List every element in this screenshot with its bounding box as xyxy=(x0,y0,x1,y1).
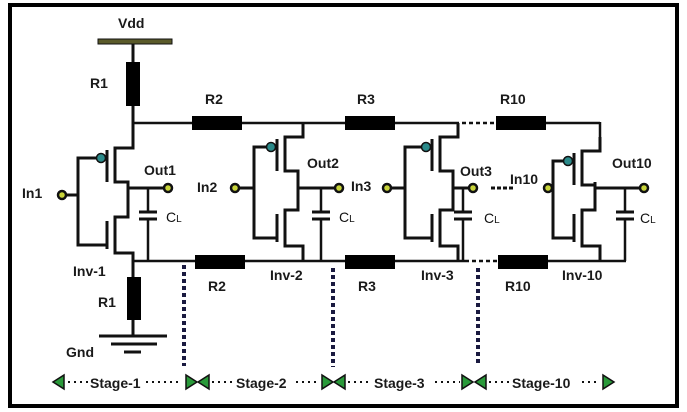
r2-top-label: R2 xyxy=(205,91,223,107)
stage1-label: Stage-1 xyxy=(90,375,141,391)
output-terminal-icon xyxy=(333,182,345,194)
pmos-transistor xyxy=(283,123,305,182)
inv10-label: Inv-10 xyxy=(562,267,603,283)
inverter-3 xyxy=(381,123,479,261)
input-terminal-icon xyxy=(381,182,393,194)
resistor-r3-bottom xyxy=(345,255,395,269)
cl2-label: CL xyxy=(339,209,355,225)
stage2-left-arrow-icon xyxy=(196,373,210,391)
cl10-label: CL xyxy=(640,210,656,226)
r1-bottom-label: R1 xyxy=(98,294,116,310)
r1-top-label: R1 xyxy=(90,75,108,91)
stage10-right-arrow-icon xyxy=(602,373,616,391)
r10-bottom-label: R10 xyxy=(505,278,531,294)
inverter-10 xyxy=(542,137,650,261)
stage10-left-arrow-icon xyxy=(473,373,487,391)
inv3-label: Inv-3 xyxy=(421,267,454,283)
cl1-sub: L xyxy=(176,214,182,225)
output-terminal-icon xyxy=(162,182,174,194)
resistor-r2-bottom xyxy=(195,255,245,269)
pmos-bubble-icon xyxy=(95,152,107,164)
input-terminal-icon xyxy=(229,182,241,194)
r3-bottom-label: R3 xyxy=(358,278,376,294)
out3-label: Out3 xyxy=(460,163,492,179)
stage3-right-arrow-icon xyxy=(461,373,475,391)
vdd-label: Vdd xyxy=(118,15,144,31)
stage3-label: Stage-3 xyxy=(374,375,425,391)
resistor-r3-top xyxy=(345,116,395,130)
inverter-1 xyxy=(56,134,174,261)
top-rail xyxy=(133,116,602,137)
cl2-sub: L xyxy=(349,214,355,225)
nmos-transistor xyxy=(438,182,460,261)
cl10-main: C xyxy=(640,210,650,226)
cl2-main: C xyxy=(339,209,349,225)
inverter-2 xyxy=(229,123,345,261)
nmos-transistor xyxy=(113,189,135,261)
resistor-r10-bottom xyxy=(498,255,548,269)
gate-wire xyxy=(76,156,107,247)
stage3-left-arrow-icon xyxy=(332,373,346,391)
gate-wire xyxy=(252,145,277,240)
stage1-right-arrow-icon xyxy=(185,373,199,391)
stage2-right-arrow-icon xyxy=(321,373,335,391)
cl1-main: C xyxy=(166,209,176,225)
input-terminal-icon xyxy=(542,182,554,194)
nmos-transistor xyxy=(283,182,305,261)
stage1-left-arrow-icon xyxy=(51,373,65,391)
inverter-stages xyxy=(56,123,650,261)
out10-label: Out10 xyxy=(612,155,652,171)
pmos-bubble-icon xyxy=(420,141,432,153)
vdd-rail xyxy=(97,38,173,45)
cl3-label: CL xyxy=(484,210,500,226)
resistor-r1-bottom xyxy=(127,277,141,320)
stage10-label: Stage-10 xyxy=(512,375,571,391)
ground-icon xyxy=(99,334,167,354)
pmos-transistor xyxy=(438,123,460,182)
r10-top-label: R10 xyxy=(500,91,526,107)
in2-label: In2 xyxy=(197,179,217,195)
in3-label: In3 xyxy=(351,178,371,194)
in10-label: In10 xyxy=(510,171,538,187)
out1-label: Out1 xyxy=(144,162,176,178)
stage2-label: Stage-2 xyxy=(236,375,287,391)
inv2-label: Inv-2 xyxy=(270,267,303,283)
resistor-r2-top xyxy=(192,116,242,130)
in1-label: In1 xyxy=(22,185,42,201)
gnd-label: Gnd xyxy=(66,344,94,360)
bottom-rail xyxy=(133,255,626,269)
resistor-r10-top xyxy=(496,116,546,130)
gate-wire xyxy=(551,159,574,240)
inv1-label: Inv-1 xyxy=(73,263,106,279)
r2-bottom-label: R2 xyxy=(208,278,226,294)
cl1-label: CL xyxy=(166,209,182,225)
resistor-r1-top xyxy=(126,62,140,106)
stage-row xyxy=(51,373,616,391)
diagram-frame xyxy=(8,3,679,408)
pmos-bubble-icon xyxy=(562,155,574,167)
cl3-sub: L xyxy=(494,215,500,226)
pmos-transistor xyxy=(113,134,135,189)
out2-label: Out2 xyxy=(307,155,339,171)
r3-top-label: R3 xyxy=(357,91,375,107)
nmos-transistor xyxy=(580,182,602,261)
cl10-sub: L xyxy=(650,215,656,226)
output-terminal-icon xyxy=(638,182,650,194)
pmos-bubble-icon xyxy=(265,141,277,153)
input-terminal-icon xyxy=(56,189,68,201)
gate-wire xyxy=(403,145,432,240)
cl3-main: C xyxy=(484,210,494,226)
pmos-transistor xyxy=(580,137,602,187)
output-terminal-icon xyxy=(467,182,479,194)
